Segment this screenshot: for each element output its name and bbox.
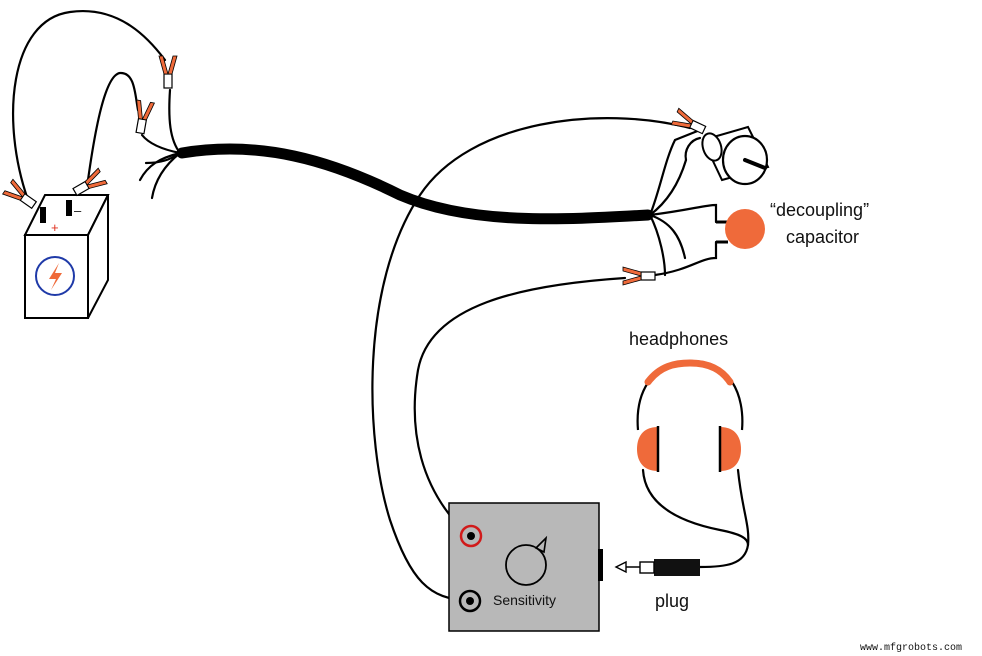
wire-to-capacitor-top <box>648 203 718 224</box>
wire-to-red-terminal <box>413 276 627 537</box>
wire-fray-right-1 <box>648 128 702 217</box>
lightning-bolt-icon <box>49 263 62 290</box>
multi-conductor-cable <box>176 143 654 225</box>
wire-headphones-left <box>641 468 750 547</box>
plug-body <box>654 559 700 576</box>
battery: + – <box>23 194 110 319</box>
rotary-knob-icon <box>505 544 547 586</box>
wire-fray-right-3 <box>648 213 667 277</box>
alligator-clip-pot <box>670 107 707 135</box>
black-terminal <box>458 589 482 613</box>
alligator-clip-top-1 <box>158 55 178 89</box>
capacitor-body <box>725 209 765 249</box>
potentiometer <box>701 125 770 186</box>
headphones-left-cup <box>637 427 658 471</box>
red-terminal <box>459 524 483 548</box>
wires <box>12 9 750 602</box>
headphones-label: headphones <box>629 329 728 349</box>
alligator-clip-battery-negative <box>72 167 108 197</box>
wire-to-pot <box>684 136 702 162</box>
headphones-band-pad <box>644 359 734 386</box>
sensitivity-meter: Sensitivity <box>448 502 603 632</box>
capacitor-label-line1: “decoupling” <box>770 200 869 220</box>
capacitor-label-line2: capacitor <box>786 227 859 247</box>
sensitivity-label: Sensitivity <box>493 592 556 608</box>
battery-plus-label: + <box>51 220 59 235</box>
watermark: www.mfgrobots.com <box>860 642 962 654</box>
headphones-right-cup <box>720 427 741 471</box>
battery-positive-post <box>40 207 46 223</box>
knob-pointer <box>534 535 548 554</box>
alligator-clip-top-2 <box>135 99 156 135</box>
plug-sleeve <box>639 561 655 574</box>
alligator-clip-battery-positive <box>1 178 38 210</box>
battery-negative-post <box>66 200 72 216</box>
wire-fray-right-4 <box>648 213 687 260</box>
wire-headphones-right <box>698 468 750 569</box>
alligator-clip-lower-right <box>622 266 656 286</box>
potentiometer-back <box>701 132 723 162</box>
wire-fray-right-2 <box>648 158 688 217</box>
meter-jack <box>598 549 603 581</box>
headphones: headphones <box>629 329 744 472</box>
wire-battery-second <box>86 71 140 182</box>
phone-plug: plug <box>614 559 700 611</box>
wire-to-black-terminal <box>371 117 692 602</box>
plug-label: plug <box>655 591 689 611</box>
potentiometer-pointer <box>743 158 767 170</box>
wire-to-capacitor-bottom <box>653 240 718 277</box>
capacitor: “decoupling” capacitor <box>716 200 869 249</box>
wire-clip-lead-1 <box>168 88 182 155</box>
plug-tip <box>614 560 640 574</box>
wire-clip-lead-2 <box>140 133 182 155</box>
battery-minus-label: – <box>74 203 82 218</box>
wire-battery-loop <box>12 9 167 202</box>
alligator-clips <box>1 55 707 286</box>
